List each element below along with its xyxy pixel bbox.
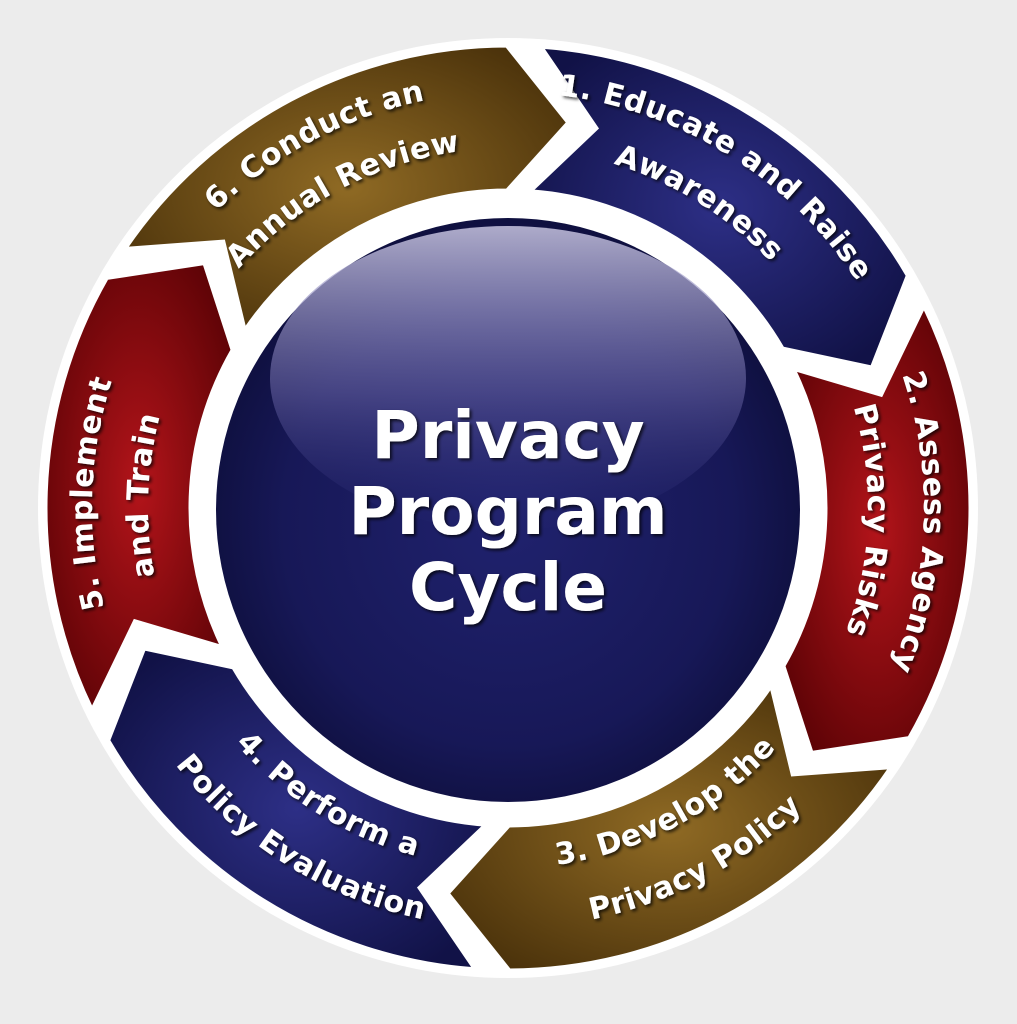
segment-arrow-4 [107, 647, 489, 971]
orb-gloss [270, 226, 746, 530]
center-title-line-2: Program [348, 473, 667, 550]
segment-arrow-3 [446, 683, 894, 972]
cycle-segments [44, 44, 972, 972]
center-title-line-1: Privacy [371, 397, 644, 474]
segment-arrow-2 [782, 303, 972, 755]
segment-arrow-6 [122, 44, 570, 333]
center-title-line-3: Cycle [409, 549, 607, 626]
segment-arrow-5 [44, 261, 234, 713]
center-label: Privacy Program Cycle [348, 397, 667, 626]
segment-arrow-1 [527, 45, 909, 369]
